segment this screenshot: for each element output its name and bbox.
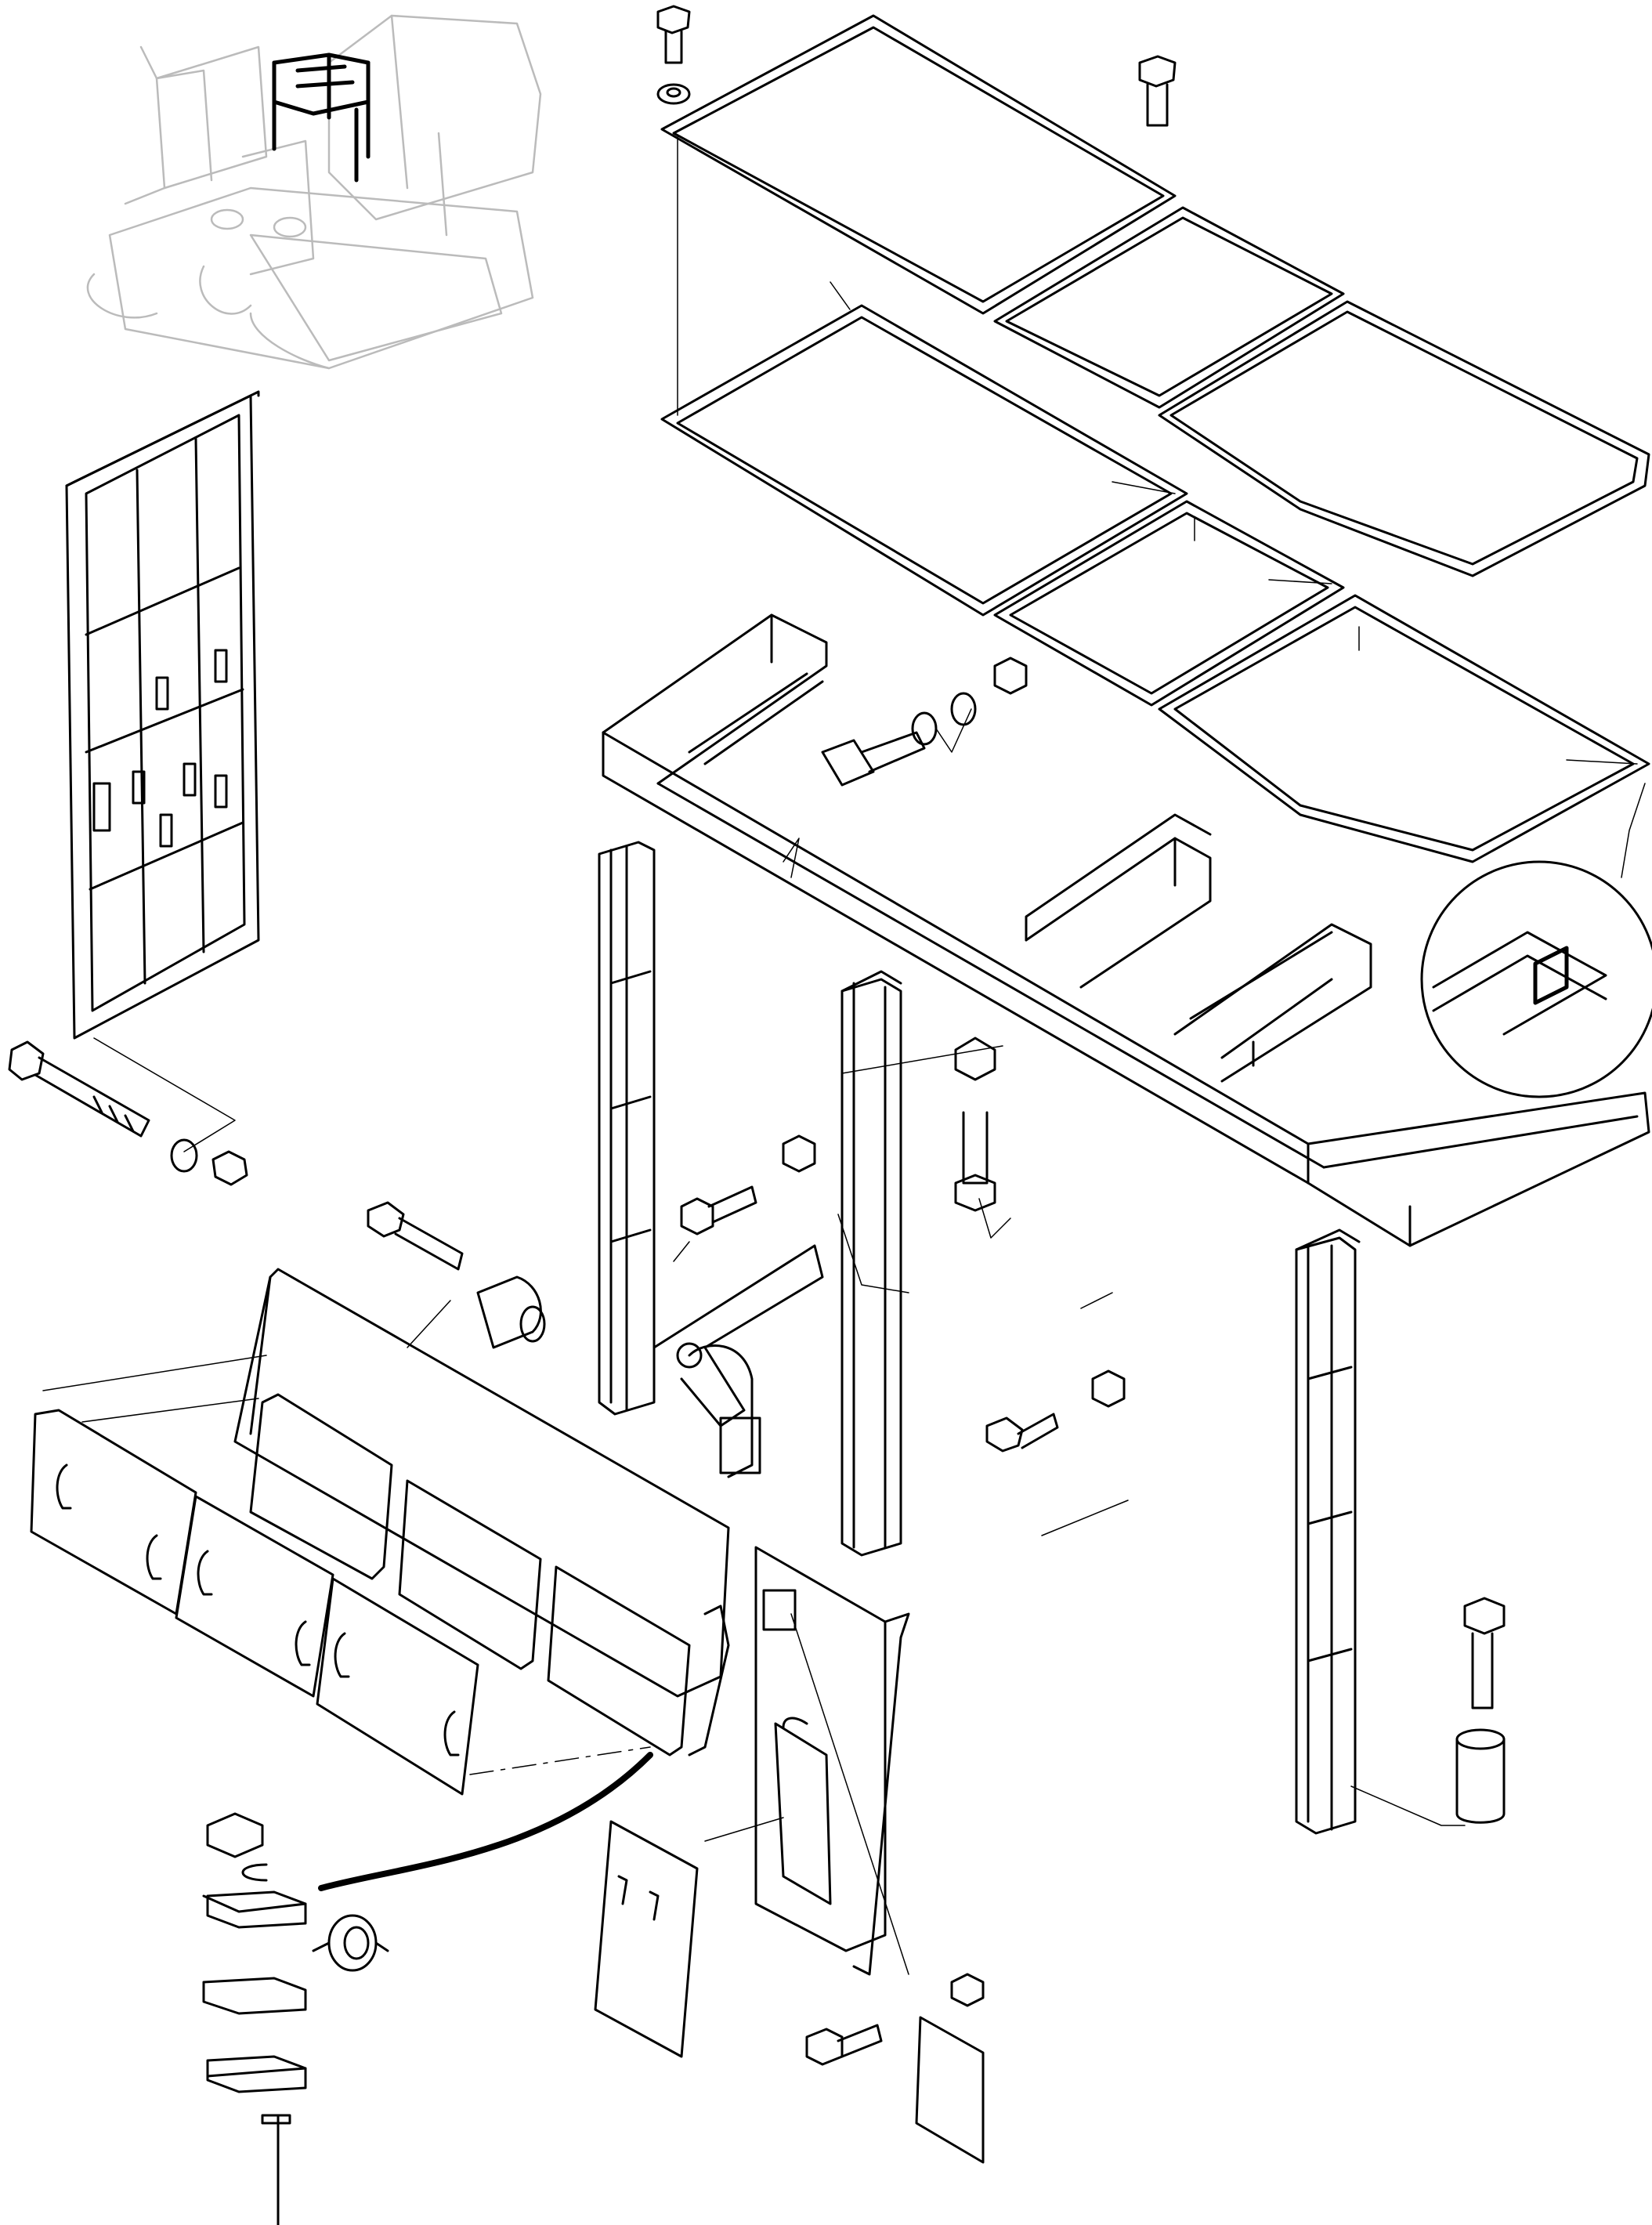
hinged-door-2	[175, 1495, 334, 1698]
upper-frame-assembly	[602, 613, 1650, 1247]
top-bolt-2	[1138, 55, 1177, 127]
leader-lines	[407, 838, 1466, 1826]
roof-frame-panel-3	[1158, 594, 1650, 863]
leader-line	[1621, 783, 1646, 878]
grommet	[312, 1914, 389, 1972]
fixed-grille-panel	[65, 390, 260, 1040]
leader-line	[704, 1817, 784, 1842]
post-fasteners	[367, 1037, 1126, 1453]
vertical-post-3	[1295, 1228, 1361, 1835]
leader-line	[469, 1746, 651, 1775]
washer	[170, 1138, 198, 1173]
leader-line	[93, 1037, 236, 1152]
side-panel	[754, 1546, 910, 1976]
roof-frame-panel-2	[993, 500, 1345, 707]
vertical-post-2	[840, 970, 902, 1557]
vertical-post-1	[598, 841, 824, 1478]
top-bolt	[656, 5, 691, 105]
long-bolt	[8, 1040, 150, 1138]
side-fasteners	[790, 1613, 985, 2066]
frame-fasteners	[821, 657, 1028, 787]
roof-cover-panel-2	[993, 206, 1345, 409]
inspection-cover	[594, 1820, 699, 2058]
spacer-sleeve	[1455, 1597, 1506, 1824]
frame-corner-detail	[1420, 783, 1652, 1098]
small-cover-plate	[915, 2016, 985, 2164]
machine-locator-view	[86, 14, 542, 370]
door-frame-panel	[233, 1268, 730, 1756]
hinged-door-1	[30, 1409, 197, 1615]
roof-frame-panel-1	[660, 304, 1188, 617]
locator-highlight	[272, 52, 371, 183]
roof-cover-panel-1	[660, 14, 1177, 315]
leader-line	[677, 136, 1638, 765]
roof-cover-panel-3	[1158, 300, 1650, 577]
curved-leader	[318, 1752, 653, 1891]
hinged-door-3	[316, 1577, 479, 1796]
leader-line	[42, 1355, 267, 1423]
hinge-clamp-assembly	[202, 1812, 307, 2225]
nut	[211, 1150, 248, 1186]
